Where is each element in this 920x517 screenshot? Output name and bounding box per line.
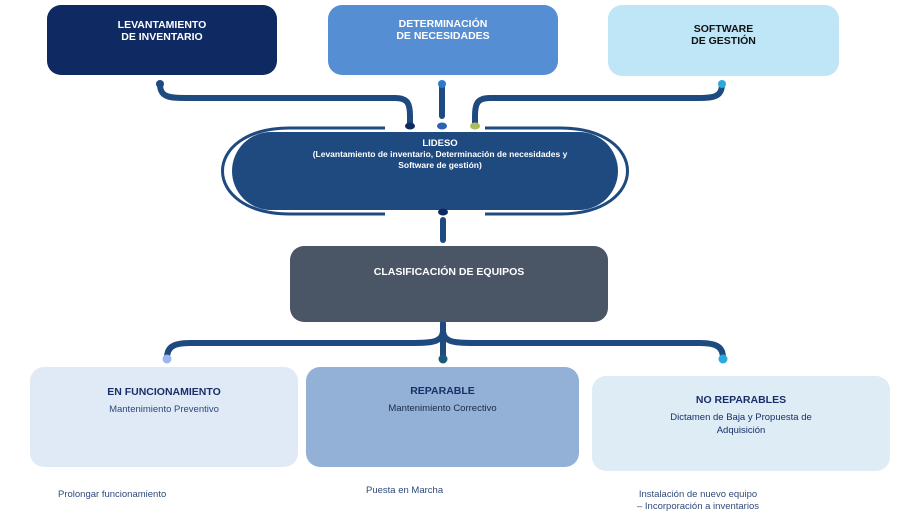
category-title: EN FUNCIONAMIENTO	[107, 386, 221, 398]
box-levantamiento-inventario: LEVANTAMIENTO DE INVENTARIO	[47, 5, 277, 75]
connector-fork	[164, 320, 726, 361]
outcome-prolongar-funcionamiento: Prolongar funcionamiento	[58, 489, 167, 500]
connector-software	[472, 81, 725, 127]
box-clasificacion-equipos: CLASIFICACIÓN DE EQUIPOS	[290, 246, 608, 322]
box-software-gestion: SOFTWARE DE GESTIÓN	[608, 5, 839, 76]
category-title: REPARABLE	[410, 385, 475, 397]
box-title: DETERMINACIÓN DE NECESIDADES	[396, 18, 490, 42]
dot-no-reparables	[718, 354, 728, 364]
dot-software-bottom	[470, 122, 480, 130]
outcome-instalacion-nuevo-equipo: Instalación de nuevo equipo – Incorporac…	[637, 489, 759, 512]
category-subtitle: Dictamen de Baja y Propuesta de Adquisic…	[670, 412, 812, 436]
box-title: SOFTWARE DE GESTIÓN	[691, 23, 756, 47]
dot-software-top	[718, 80, 726, 88]
dot-reparable	[438, 354, 448, 364]
lideso-outer-ring	[221, 126, 629, 216]
box-no-reparables: NO REPARABLES Dictamen de Baja y Propues…	[592, 376, 890, 471]
lideso-label: LIDESO (Levantamiento de inventario, Det…	[290, 138, 590, 171]
box-en-funcionamiento: EN FUNCIONAMIENTO Mantenimiento Preventi…	[30, 367, 298, 467]
dot-determinacion-bottom	[437, 122, 447, 130]
outcome-puesta-en-marcha: Puesta en Marcha	[366, 485, 444, 496]
dot-determinacion-top	[438, 80, 446, 88]
category-subtitle: Mantenimiento Correctivo	[388, 403, 497, 414]
box-title: CLASIFICACIÓN DE EQUIPOS	[373, 266, 525, 278]
category-title: NO REPARABLES	[695, 394, 787, 406]
connector-levantamiento	[157, 81, 413, 127]
box-reparable: REPARABLE Mantenimiento Correctivo	[306, 367, 579, 467]
box-title: LEVANTAMIENTO DE INVENTARIO	[117, 19, 207, 43]
dot-levantamiento-top	[156, 80, 164, 88]
lideso-subtitle: (Levantamiento de inventario, Determinac…	[312, 149, 568, 170]
lideso-pill	[232, 132, 618, 210]
dot-en-funcionamiento	[162, 354, 172, 364]
dot-lideso-bottom	[438, 208, 448, 216]
lideso-title: LIDESO	[422, 138, 458, 149]
box-determinacion-necesidades: DETERMINACIÓN DE NECESIDADES	[328, 5, 558, 75]
dot-levantamiento-bottom	[405, 122, 415, 130]
category-subtitle: Mantenimiento Preventivo	[109, 404, 219, 415]
